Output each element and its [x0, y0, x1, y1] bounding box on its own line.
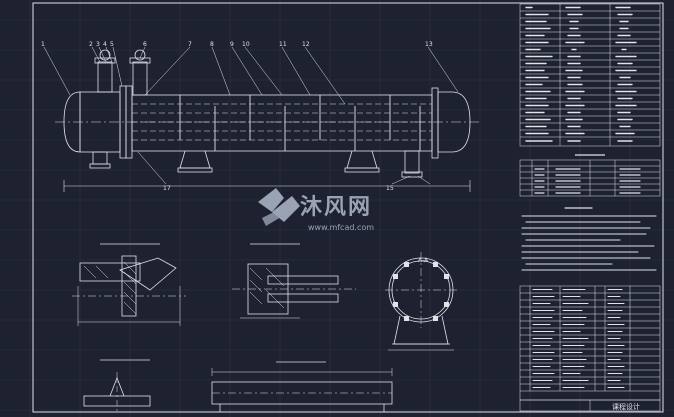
detail-view-flange — [72, 243, 186, 326]
parts-list-table — [519, 285, 661, 401]
main-elevation-view — [55, 49, 482, 192]
part-label-1: 1 — [41, 41, 45, 48]
part-label-17: 17 — [163, 185, 171, 192]
part-label-2: 2 — [89, 41, 93, 48]
watermark-title: 沐风网 — [300, 195, 372, 220]
part-label-6: 6 — [143, 41, 147, 48]
title-block: 课程设计 — [519, 399, 661, 412]
baffle-plate-view — [211, 361, 393, 412]
part-label-9: 9 — [230, 41, 234, 48]
technical-characteristics-table — [519, 3, 661, 147]
part-label-10: 10 — [242, 41, 250, 48]
watermark-logo-icon — [258, 188, 300, 226]
part-label-15: 15 — [386, 185, 394, 192]
section-a-a-view: A-A — [385, 252, 457, 351]
part-label-13: 13 — [425, 41, 433, 48]
part-number-labels: 1 2 3 4 5 6 7 8 9 10 11 12 13 15 17 — [41, 41, 433, 192]
technical-requirements-notes — [521, 207, 657, 271]
leader-lines — [43, 46, 459, 185]
part-label-11: 11 — [279, 41, 287, 48]
section-a-a-label: A-A — [418, 257, 429, 264]
weld-detail-view — [83, 359, 151, 412]
part-label-5: 5 — [110, 41, 114, 48]
part-label-8: 8 — [210, 41, 214, 48]
part-label-3: 3 — [96, 41, 100, 48]
nozzle-table — [519, 154, 661, 197]
part-label-7: 7 — [188, 41, 192, 48]
detail-view-tubesheet — [232, 243, 356, 319]
watermark-url: www.mfcad.com — [308, 223, 374, 232]
title-block-text: 课程设计 — [612, 402, 640, 411]
watermark: 沐风网 www.mfcad.com — [258, 188, 374, 232]
part-label-12: 12 — [302, 41, 310, 48]
drawing-frame — [32, 2, 664, 413]
part-label-4: 4 — [103, 41, 107, 48]
